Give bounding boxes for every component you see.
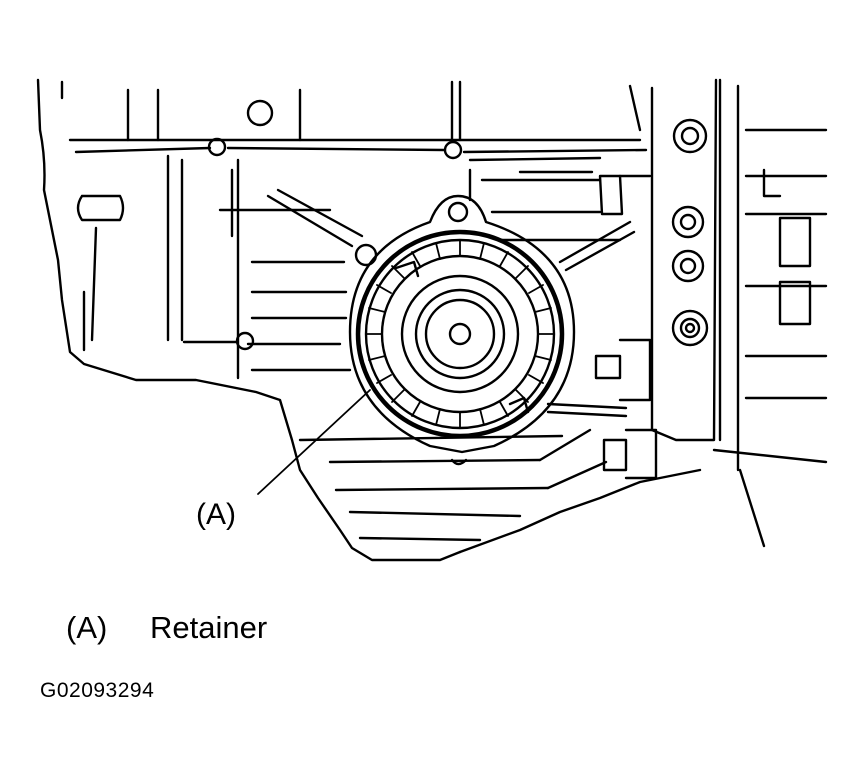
legend-key: (A) bbox=[66, 610, 108, 645]
retainer bbox=[348, 194, 576, 454]
callout-label: (A) bbox=[196, 498, 236, 531]
callout-a: (A) bbox=[196, 389, 371, 531]
legend-row: (A) Retainer bbox=[66, 610, 267, 646]
housing-outline bbox=[36, 78, 702, 562]
oil-pan-ribs bbox=[298, 428, 608, 542]
valve-body bbox=[546, 78, 828, 548]
retainer-tabs bbox=[365, 239, 555, 429]
bolt-holes bbox=[207, 99, 463, 351]
legend-description: Retainer bbox=[150, 610, 268, 645]
figure-id: G02093294 bbox=[40, 679, 155, 702]
